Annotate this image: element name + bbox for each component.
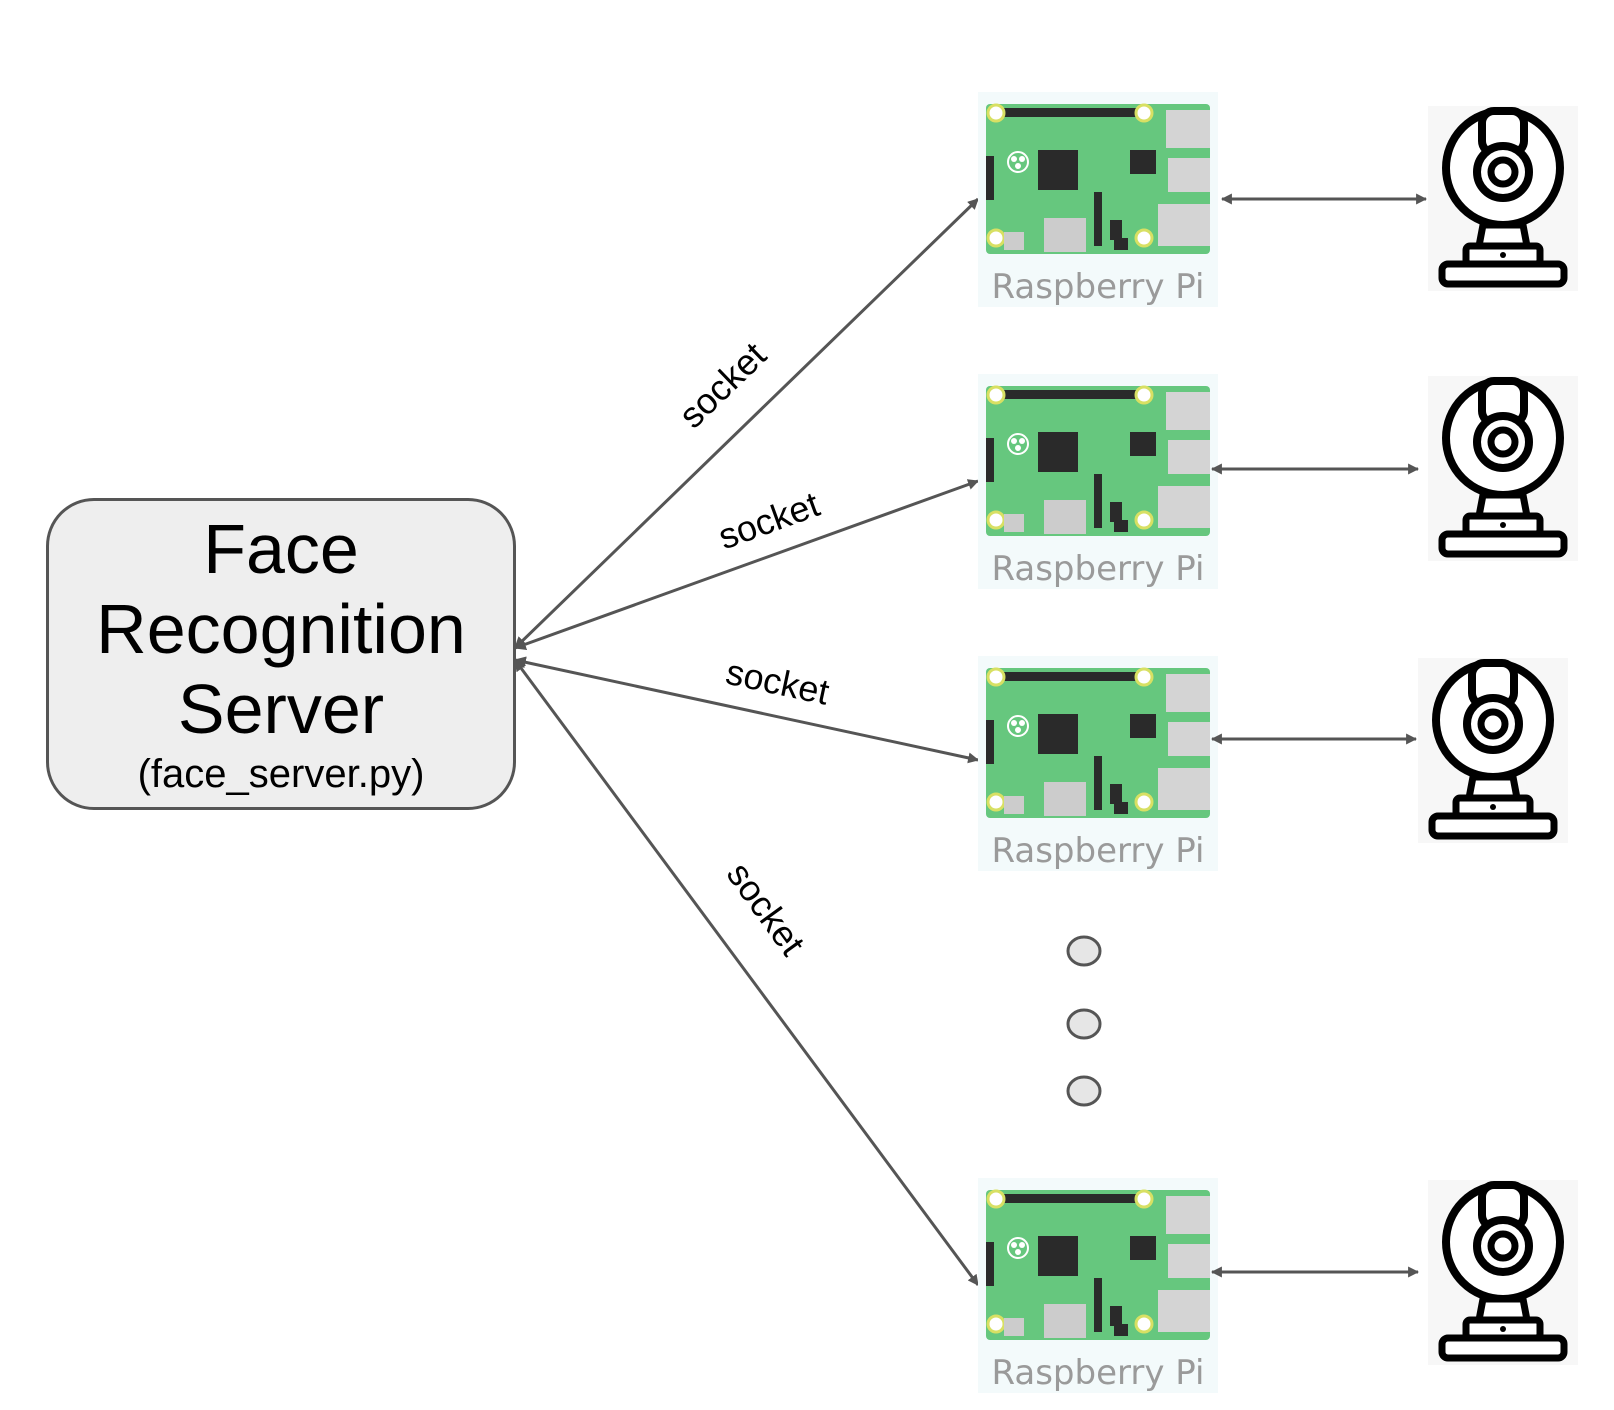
- raspberry-pi-label: Raspberry Pi: [992, 1353, 1205, 1393]
- socket-label-3: socket: [722, 651, 832, 713]
- raspberry-pi-label: Raspberry Pi: [992, 549, 1205, 589]
- socket-link-4: [513, 659, 980, 1286]
- raspberry-pi-label: Raspberry Pi: [992, 831, 1205, 871]
- server-title-line-3: Server: [177, 670, 385, 748]
- socket-label-1: socket: [671, 334, 774, 436]
- socket-link-1: [513, 197, 980, 650]
- raspberry-pi-node-3: Raspberry Pi: [976, 654, 1220, 873]
- server-title-line-2: Recognition: [96, 590, 466, 668]
- socket-label-4: socket: [719, 855, 813, 963]
- face-recognition-server: Face Recognition Server (face_server.py): [46, 498, 516, 810]
- raspberry-pi-node-1: Raspberry Pi: [976, 90, 1220, 309]
- webcam-icon: [1418, 658, 1568, 843]
- server-subtitle: (face_server.py): [137, 752, 425, 796]
- server-title-line-1: Face: [203, 510, 359, 588]
- raspberry-pi-label: Raspberry Pi: [992, 267, 1205, 307]
- webcam-icon: [1428, 376, 1578, 561]
- socket-label-2: socket: [713, 483, 825, 557]
- more-nodes-ellipsis: [1066, 935, 1102, 1107]
- socket-link-2: [513, 479, 980, 650]
- webcam-icon: [1428, 1180, 1578, 1365]
- raspberry-pi-node-4: Raspberry Pi: [976, 1176, 1220, 1395]
- webcam-icon: [1428, 106, 1578, 291]
- raspberry-pi-node-2: Raspberry Pi: [976, 372, 1220, 591]
